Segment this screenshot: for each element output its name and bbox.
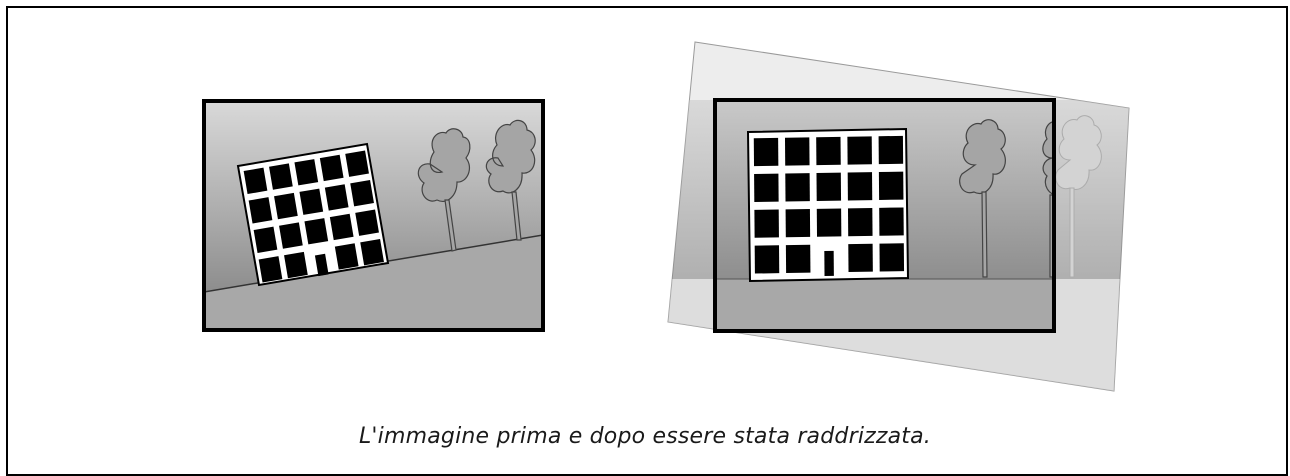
window — [816, 208, 842, 237]
window — [258, 256, 283, 283]
tilted-building-icon — [236, 142, 390, 287]
window — [329, 213, 354, 241]
after-image — [667, 41, 1130, 392]
window — [816, 136, 841, 166]
figure-caption: L'immagine prima e dopo essere stata rad… — [358, 424, 932, 449]
before-image — [202, 99, 545, 332]
window — [878, 171, 904, 200]
window — [847, 136, 872, 165]
window — [304, 218, 329, 245]
window — [879, 207, 904, 236]
window — [785, 208, 811, 238]
window — [785, 244, 811, 274]
window — [879, 243, 905, 272]
window — [754, 245, 780, 274]
window — [284, 251, 308, 279]
after-tree-1 — [959, 119, 1006, 278]
window — [345, 150, 369, 177]
window — [253, 226, 278, 254]
window — [360, 238, 384, 266]
window — [784, 137, 810, 166]
window — [878, 135, 904, 165]
window — [754, 173, 779, 202]
window — [847, 207, 873, 237]
window — [847, 172, 873, 201]
window — [816, 172, 842, 201]
window — [754, 209, 779, 238]
window — [350, 179, 374, 207]
window — [848, 243, 873, 273]
window — [319, 154, 344, 182]
window — [243, 167, 268, 195]
window — [753, 137, 779, 167]
window — [324, 184, 349, 211]
before-tree-2 — [485, 119, 536, 241]
straightened-building-icon — [746, 127, 910, 283]
window — [785, 173, 810, 202]
window — [248, 197, 273, 224]
door — [824, 250, 834, 277]
window — [299, 188, 324, 215]
window — [334, 243, 359, 270]
window — [279, 222, 303, 249]
window — [269, 163, 293, 190]
window — [355, 209, 379, 236]
before-tree-1 — [417, 128, 471, 252]
window — [274, 192, 298, 220]
door — [314, 253, 329, 277]
window — [294, 159, 319, 186]
